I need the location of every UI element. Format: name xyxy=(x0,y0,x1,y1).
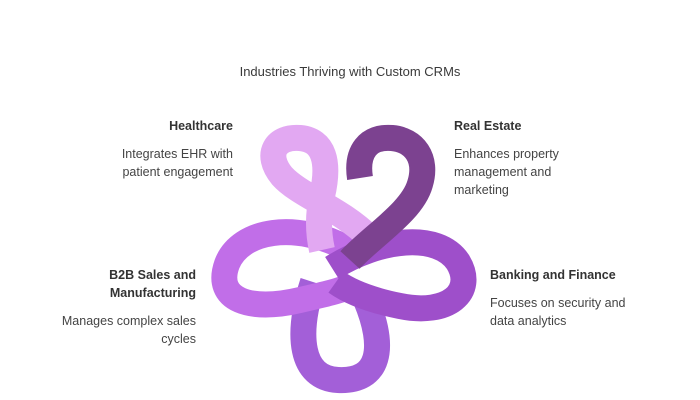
item-heading: B2B Sales and Manufacturing xyxy=(109,268,196,300)
item-description: Focuses on security and data analytics xyxy=(490,296,626,328)
item-real-estate: Real Estate Enhances property management… xyxy=(454,117,604,199)
diagram-title: Industries Thriving with Custom CRMs xyxy=(239,64,461,79)
loop-b2b xyxy=(211,219,359,318)
loop-real-estate xyxy=(340,124,436,270)
item-banking-finance: Banking and Finance Focuses on security … xyxy=(490,266,630,330)
loop-healthcare xyxy=(260,124,380,253)
item-heading: Real Estate xyxy=(454,119,522,133)
item-heading: Healthcare xyxy=(169,119,233,133)
item-description: Manages complex sales cycles xyxy=(61,314,196,346)
loop-bottom xyxy=(290,278,390,394)
item-heading: Banking and Finance xyxy=(490,268,616,282)
item-description: Integrates EHR with patient engagement xyxy=(121,147,233,179)
loop-banking xyxy=(325,229,477,322)
item-b2b-sales: B2B Sales and Manufacturing Manages comp… xyxy=(60,266,196,348)
item-description: Enhances property management and marketi… xyxy=(454,147,559,197)
item-healthcare: Healthcare Integrates EHR with patient e… xyxy=(100,117,233,181)
